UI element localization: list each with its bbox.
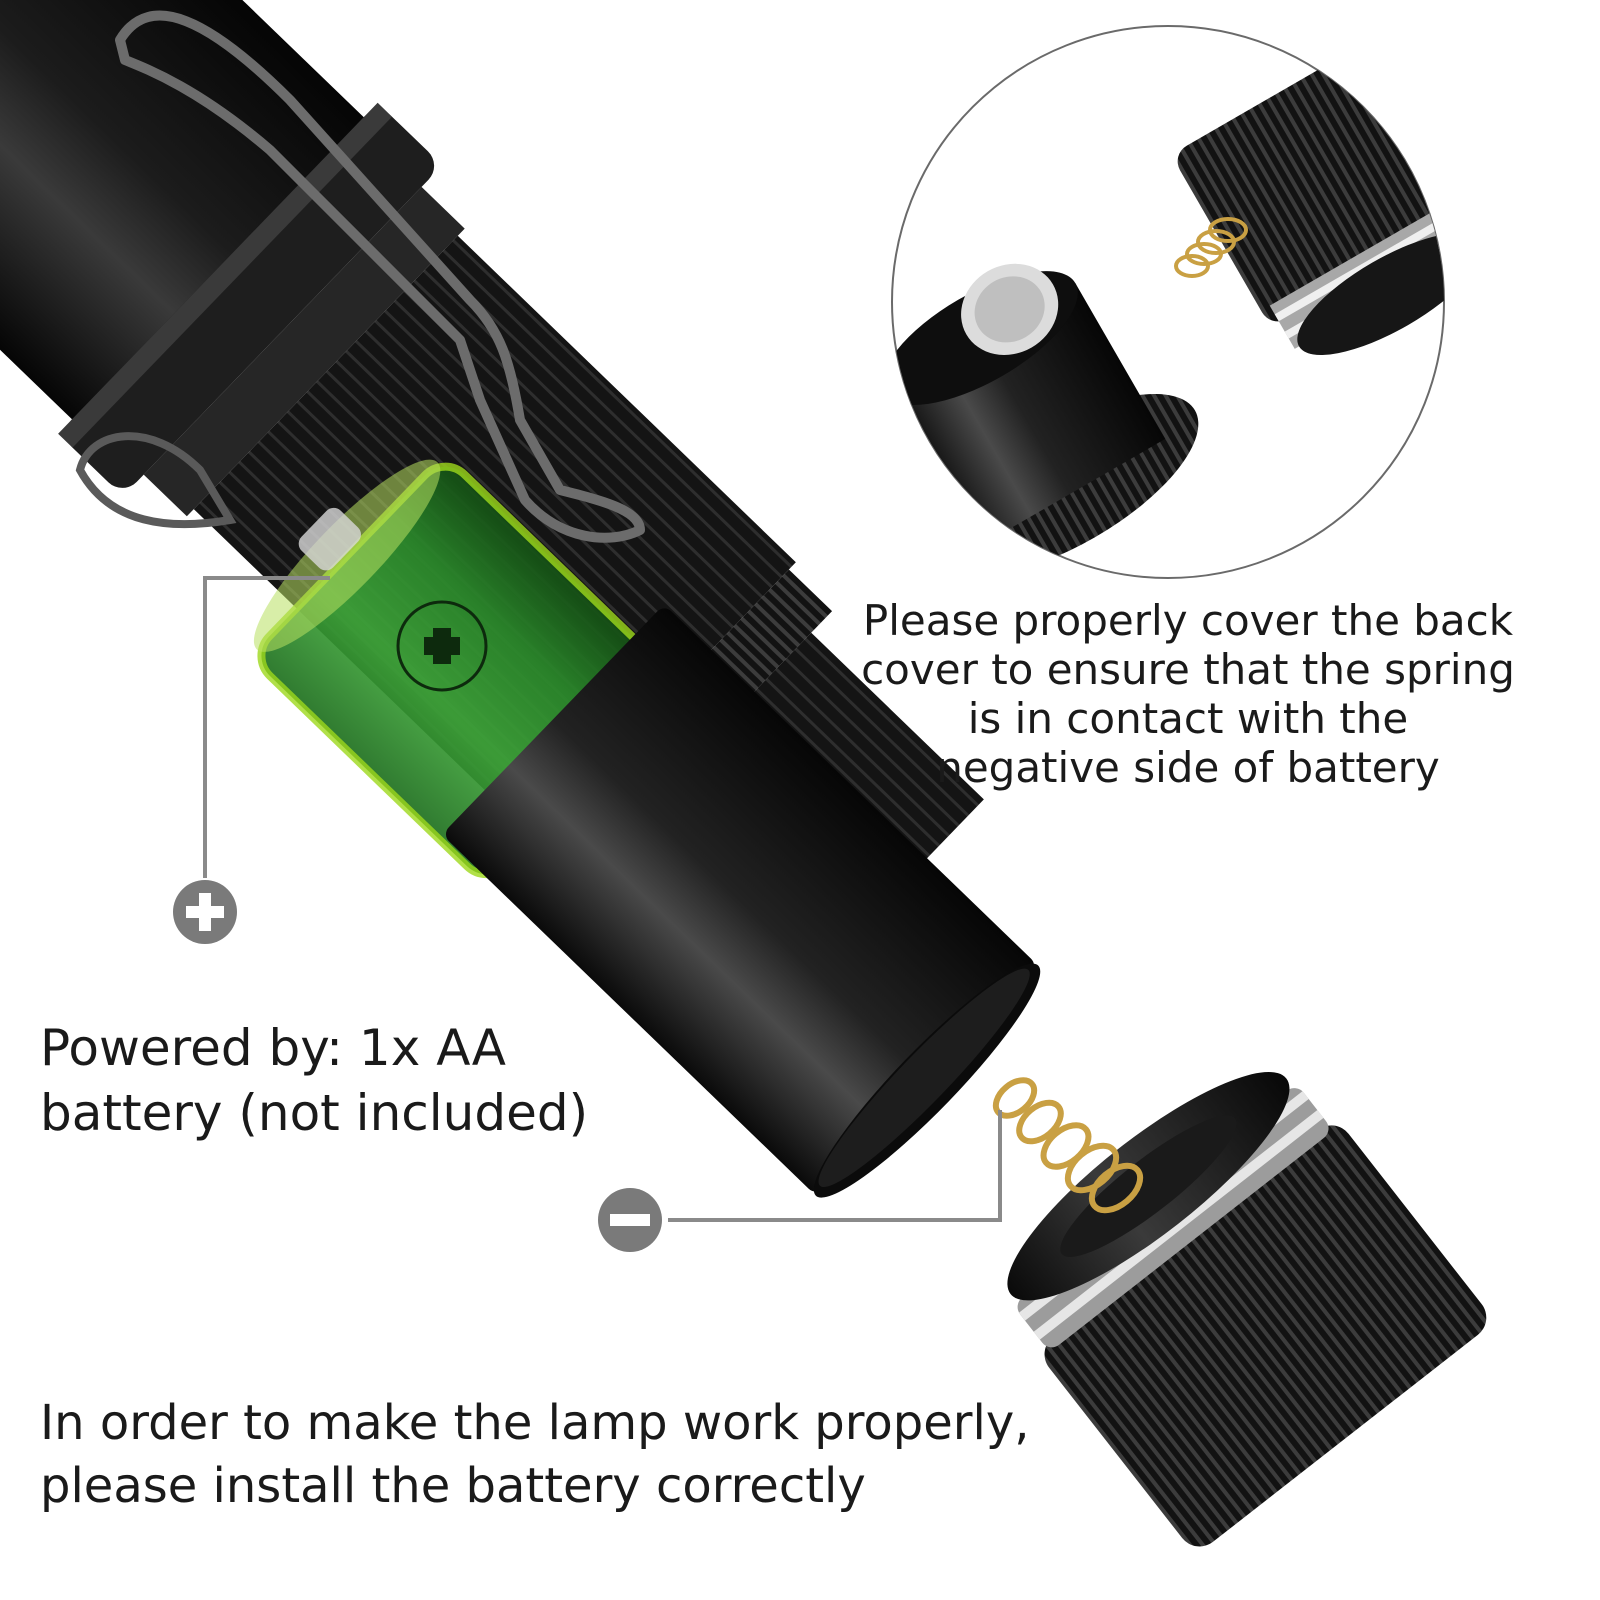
- plus-circle-icon: [173, 880, 237, 944]
- pocket-clip: [115, 10, 645, 543]
- tail-cap: [1007, 1072, 1487, 1547]
- power-info-line-2: battery (not included): [40, 1084, 589, 1142]
- negative-leader-line: [668, 1110, 1002, 1222]
- spring-instruction-line-1: Please properly cover the back: [862, 596, 1514, 645]
- spring: [992, 1077, 1144, 1214]
- positive-leader-line: [203, 576, 330, 878]
- spring-instruction-caption: Please properly cover the back cover to …: [838, 596, 1538, 793]
- power-info-line-1: Powered by: 1x AA: [40, 1019, 506, 1077]
- install-instruction-caption: In order to make the lamp work properly,…: [40, 1392, 1160, 1519]
- detail-inset: [891, 25, 1445, 579]
- power-info-caption: Powered by: 1x AA battery (not included): [40, 1016, 660, 1146]
- install-instruction-line-2: please install the battery correctly: [40, 1458, 866, 1515]
- spring-instruction-line-3: is in contact with the: [967, 694, 1409, 744]
- spring-instruction-line-2: cover to ensure that the spring: [861, 645, 1515, 695]
- install-instruction-line-1: In order to make the lamp work properly,: [40, 1395, 1030, 1451]
- minus-circle-icon: [598, 1188, 662, 1252]
- plus-icon: [396, 600, 488, 692]
- battery-tube: [445, 608, 1041, 1198]
- spring-instruction-line-4: negative side of battery: [936, 743, 1440, 793]
